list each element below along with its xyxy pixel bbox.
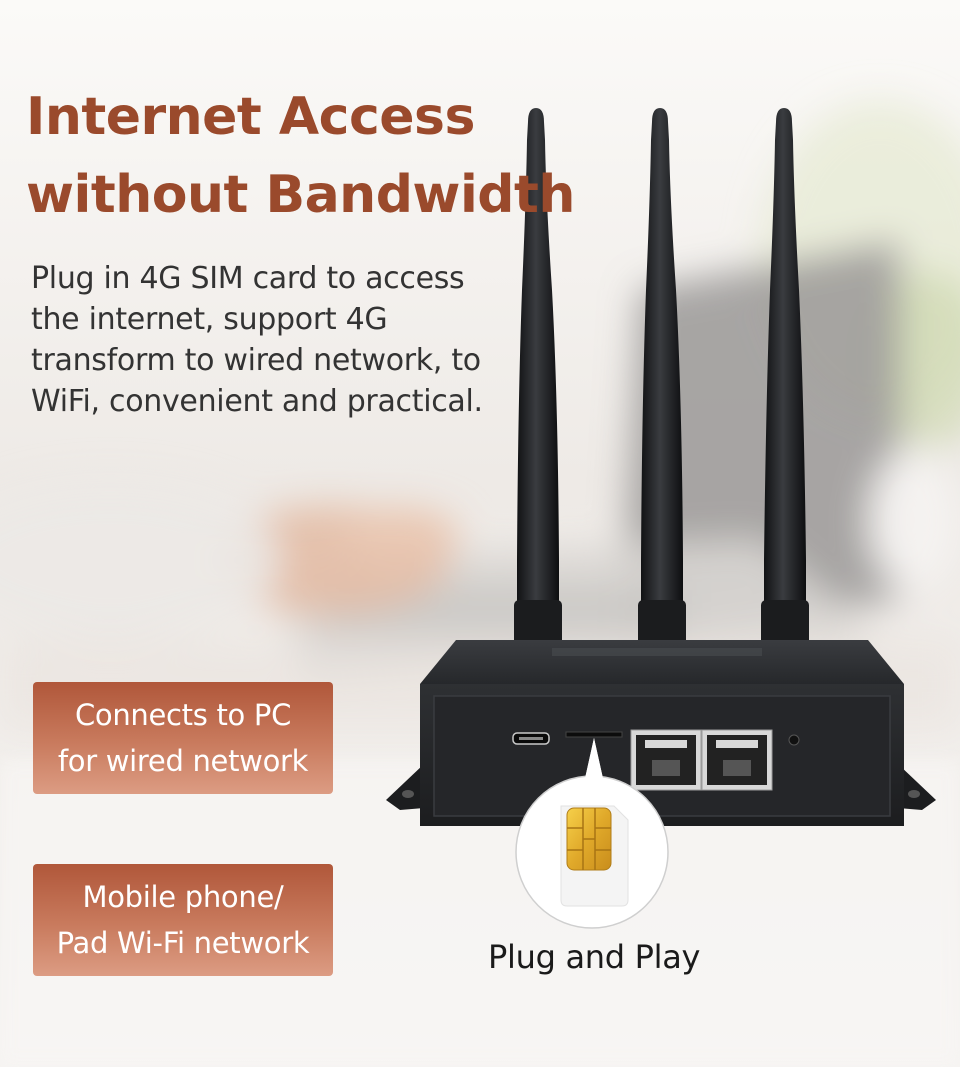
router-icon (386, 108, 936, 826)
feature-card-line-1: Connects to PC (74, 698, 292, 732)
description-text: Plug in 4G SIM card to access the intern… (31, 261, 483, 419)
plug-and-play-label: Plug and Play (488, 938, 701, 976)
sim-card-icon (515, 738, 669, 929)
feature-card-line-2: for wired network (57, 744, 309, 778)
headline-line-2: without Bandwidth (26, 165, 575, 225)
feature-card-line-2: Pad Wi-Fi network (56, 926, 310, 960)
micro-usb-port-icon (512, 732, 550, 745)
feature-card-line-1: Mobile phone/ (82, 880, 284, 914)
ethernet-port-icon (630, 729, 702, 791)
feature-card-wired: Connects to PC for wired network (33, 682, 333, 794)
headline-line-1: Internet Access (26, 87, 475, 147)
ethernet-port-icon (701, 729, 773, 791)
headline: Internet Access without Bandwidth (26, 78, 575, 234)
feature-card-wifi: Mobile phone/ Pad Wi-Fi network (33, 864, 333, 976)
